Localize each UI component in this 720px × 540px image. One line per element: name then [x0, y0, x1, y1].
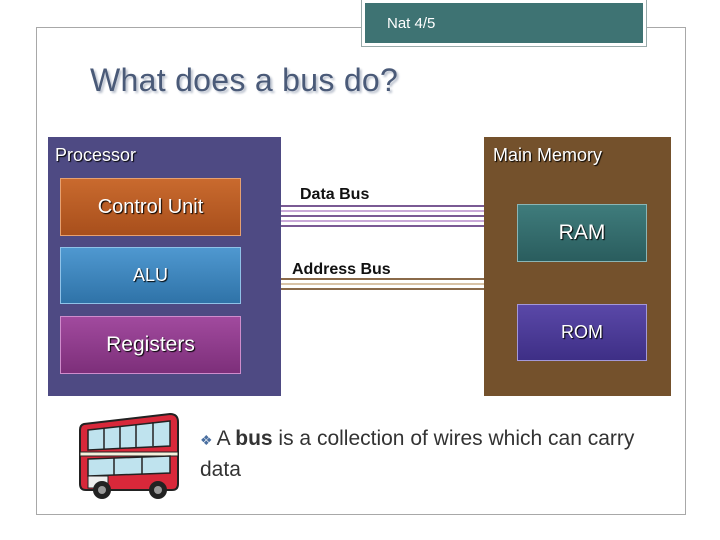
address-bus-wire [281, 288, 484, 290]
rom-label: ROM [561, 322, 603, 342]
bullet-rest: is a collection of wires which can carry… [200, 427, 635, 481]
rom-box: ROM [517, 304, 647, 361]
slide-title: What does a bus do? [90, 62, 399, 98]
alu-box: ALU [60, 247, 241, 304]
ram-box: RAM [517, 204, 647, 262]
data-bus-wire [281, 215, 484, 217]
address-bus-wire [281, 283, 484, 285]
processor-label: Processor [55, 145, 137, 165]
control-unit-box: Control Unit [60, 178, 241, 236]
data-bus-label: Data Bus [300, 186, 370, 203]
level-tag: Nat 4/5 [361, 0, 647, 47]
control-unit-label: Control Unit [97, 195, 204, 218]
bullet-text: ❖A bus is a collection of wires which ca… [200, 424, 640, 484]
main-memory-label: Main Memory [493, 145, 603, 165]
bullet-emphasis: bus [235, 427, 273, 450]
bullet-icon: ❖ [200, 432, 213, 448]
double-decker-bus-icon [79, 412, 179, 499]
data-bus-wire [281, 205, 484, 207]
data-bus-wire [281, 210, 484, 212]
registers-box: Registers [60, 316, 241, 374]
data-bus-wire [281, 220, 484, 222]
data-bus-wire [281, 225, 484, 227]
address-bus-wire [281, 278, 484, 280]
ram-label: RAM [558, 221, 606, 244]
registers-label: Registers [106, 333, 195, 356]
alu-label: ALU [132, 265, 168, 285]
bullet-prefix: A [216, 427, 236, 450]
address-bus-label: Address Bus [292, 261, 391, 278]
level-tag-text: Nat 4/5 [387, 14, 436, 32]
